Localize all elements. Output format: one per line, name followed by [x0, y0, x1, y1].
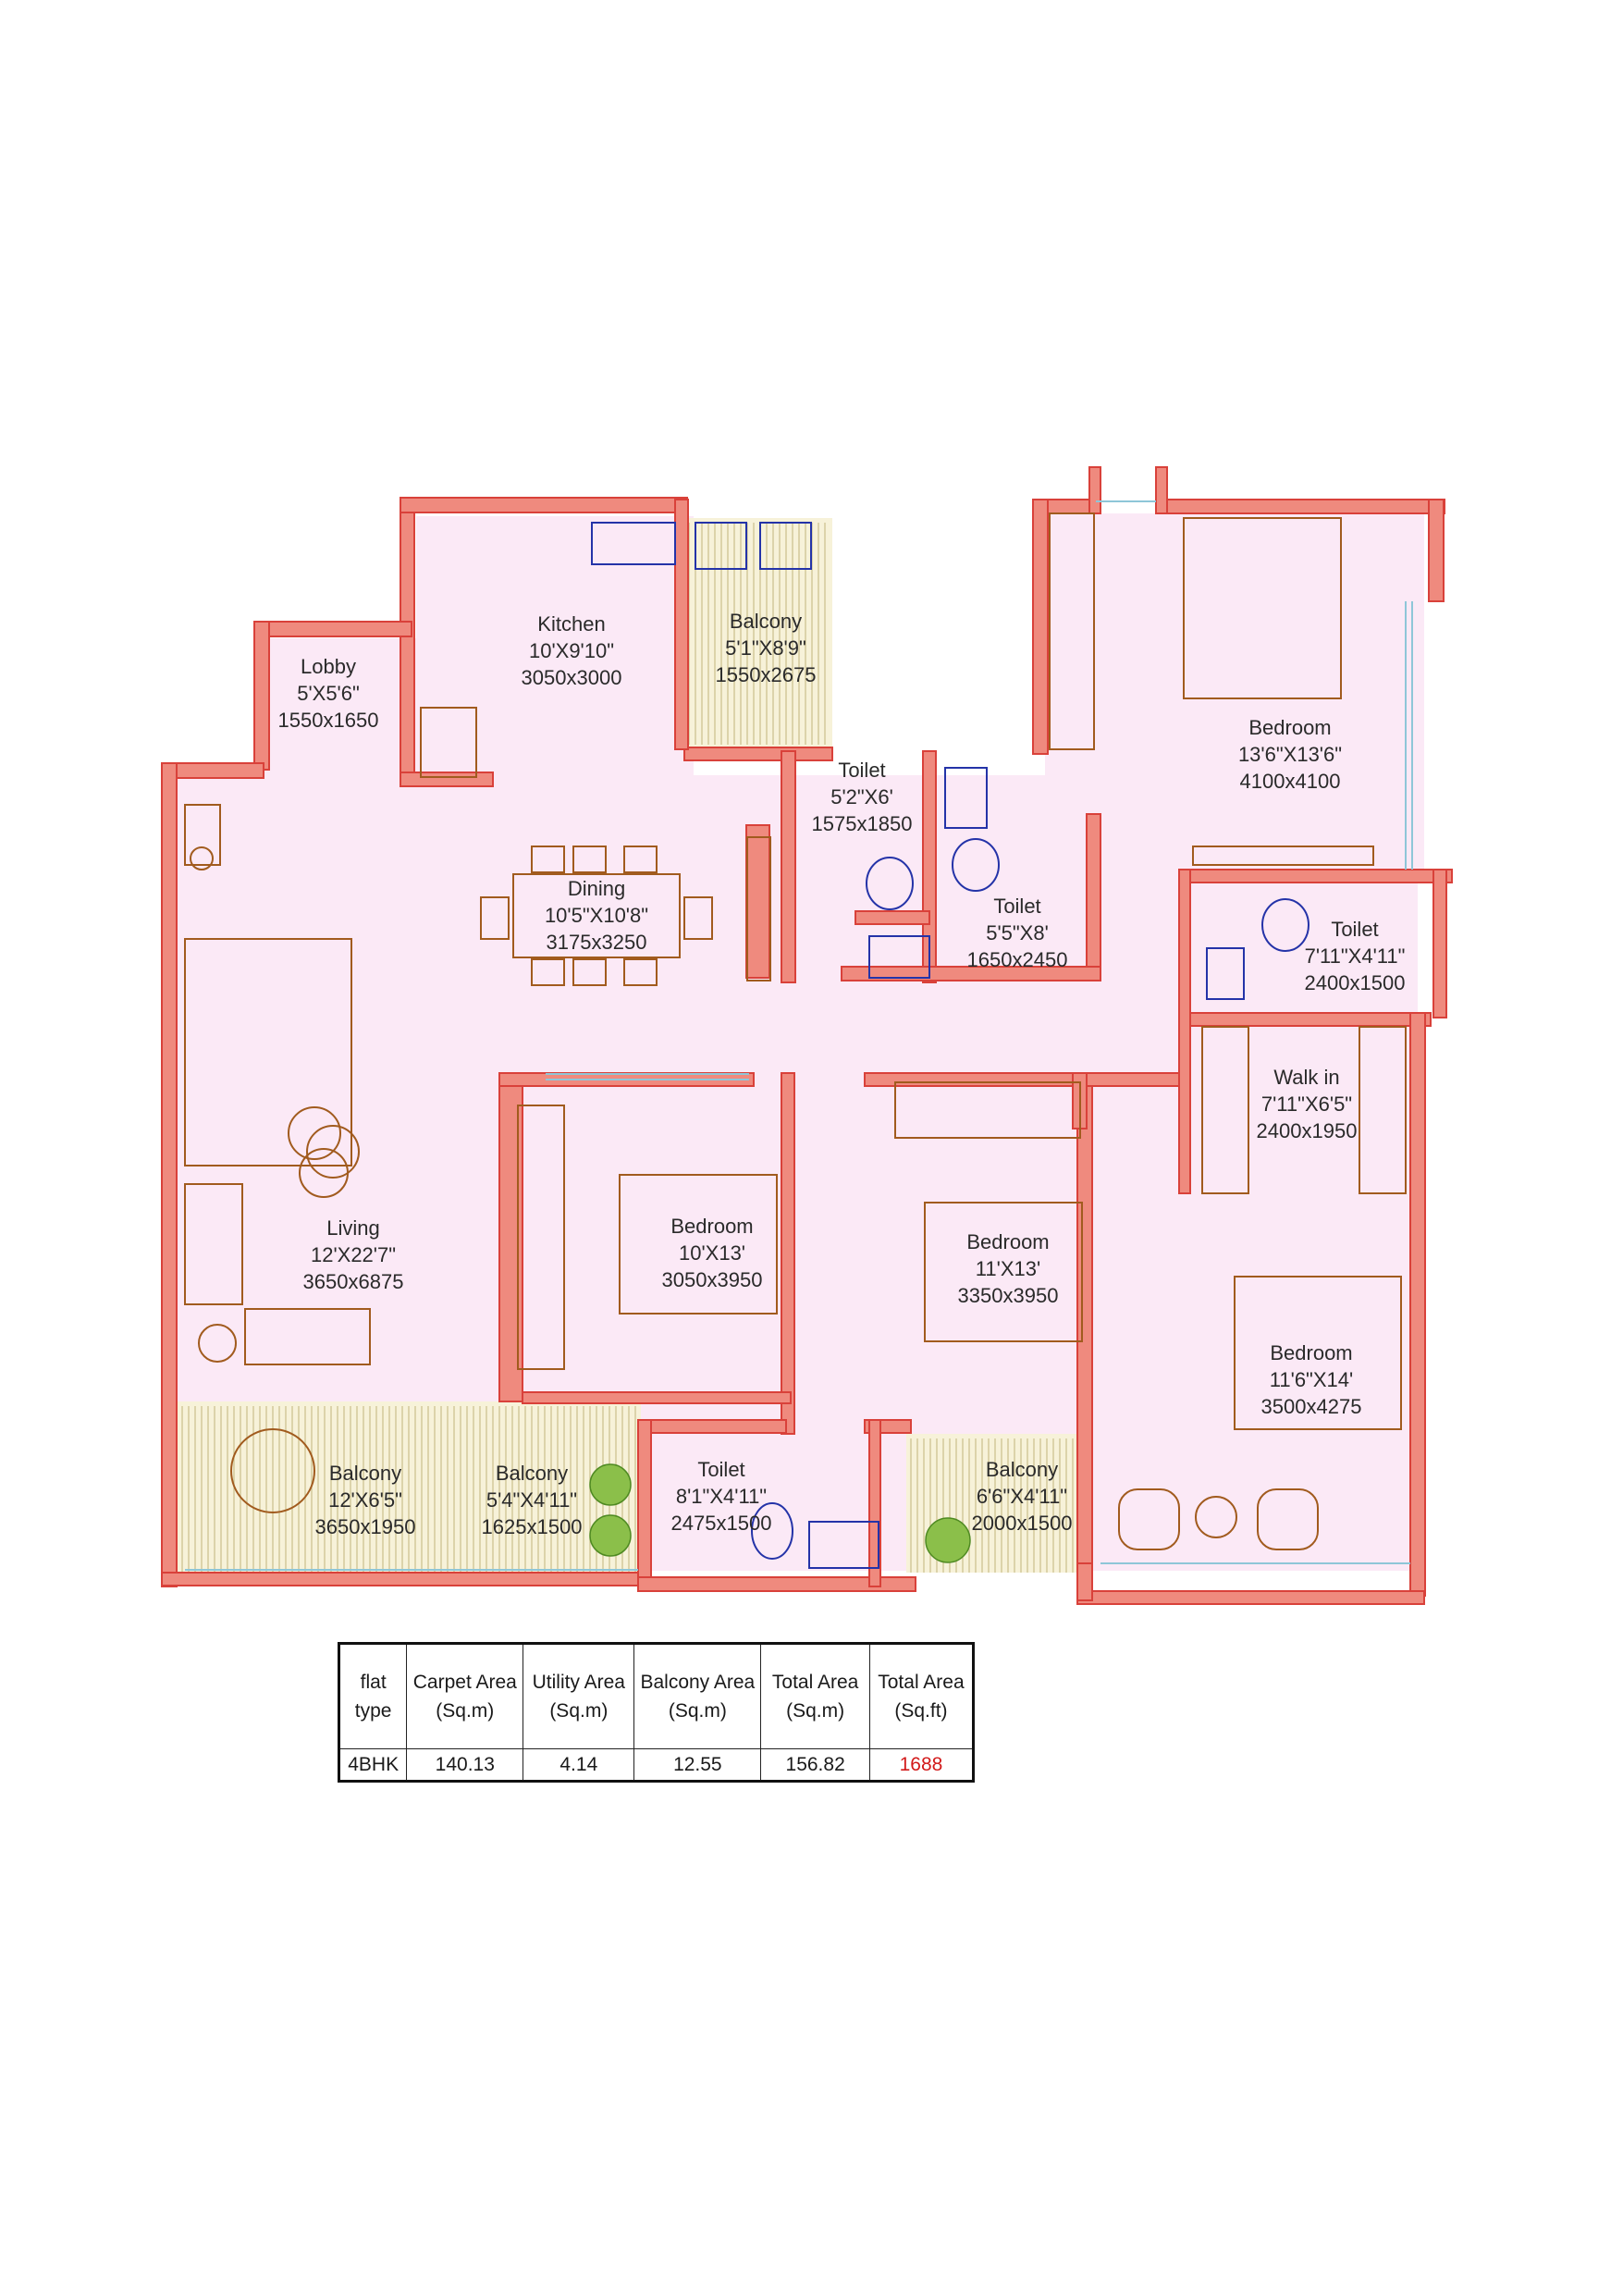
header-total-area-sqm: Total Area (Sq.m) [760, 1643, 870, 1749]
bedroom-4-size-mm: 3500x4275 [1261, 1395, 1362, 1418]
bedroom-2-size-mm: 3050x3950 [662, 1268, 763, 1291]
room-labels: Lobby 5'X5'6" 1550x1650 Kitchen 10'X9'10… [278, 610, 1406, 1538]
kitchen-size-mm: 3050x3000 [522, 666, 622, 689]
plants [589, 1463, 971, 1563]
balcony-b-size-mm: 1625x1500 [482, 1515, 583, 1538]
cell-total-area-sqft: 1688 [868, 1748, 975, 1782]
balcony-c-name: Balcony [986, 1458, 1058, 1481]
toilet-c-name: Toilet [1331, 918, 1378, 941]
cell-carpet-area: 140.13 [406, 1748, 524, 1782]
bedroom-3-size-ft: 11'X13' [976, 1257, 1040, 1280]
header-flat-type: flat type [338, 1643, 408, 1749]
header-balcony-area: Balcony Area (Sq.m) [633, 1643, 762, 1749]
master-bedroom-size-ft: 13'6"X13'6" [1238, 743, 1342, 766]
master-bedroom-size-mm: 4100x4100 [1240, 770, 1341, 793]
master-bedroom-name: Bedroom [1248, 716, 1331, 739]
cell-flat-type: 4BHK [338, 1748, 408, 1782]
cell-balcony-area: 12.55 [633, 1748, 762, 1782]
walkin-size-mm: 2400x1950 [1257, 1119, 1358, 1142]
bedroom-4-name: Bedroom [1270, 1341, 1352, 1364]
cell-utility-area: 4.14 [523, 1748, 635, 1782]
toilet-a-size-ft: 5'2"X6' [830, 785, 893, 809]
toilet-b-name: Toilet [993, 895, 1040, 918]
lobby-size-mm: 1550x1650 [278, 709, 379, 732]
lobby-size-ft: 5'X5'6" [297, 682, 360, 705]
toilet-a-name: Toilet [838, 759, 885, 782]
area-table: flat type Carpet Area (Sq.m) Utility Are… [338, 1642, 975, 1783]
toilet-d-size-mm: 2475x1500 [671, 1512, 772, 1535]
area-table-row: 4BHK 140.13 4.14 12.55 156.82 1688 [338, 1748, 975, 1782]
balcony-b-size-ft: 5'4"X4'11" [486, 1488, 577, 1512]
living-size-ft: 12'X22'7" [311, 1243, 396, 1266]
kitchen-name: Kitchen [537, 612, 605, 636]
living-size-mm: 3650x6875 [303, 1270, 404, 1293]
toilet-c-size-mm: 2400x1500 [1305, 971, 1406, 994]
bedroom-2-size-ft: 10'X13' [679, 1241, 745, 1265]
windows [185, 500, 1413, 1571]
kitchen-size-ft: 10'X9'10" [529, 639, 614, 662]
header-total-area-sqft: Total Area (Sq.ft) [868, 1643, 975, 1749]
balcony-a-name: Balcony [329, 1462, 401, 1485]
area-table-header-row: flat type Carpet Area (Sq.m) Utility Are… [338, 1643, 975, 1749]
balcony-utility-size-mm: 1550x2675 [716, 663, 817, 686]
dining-size-ft: 10'5"X10'8" [545, 904, 648, 927]
header-utility-area: Utility Area (Sq.m) [523, 1643, 635, 1749]
header-carpet-area: Carpet Area (Sq.m) [406, 1643, 524, 1749]
dining-size-mm: 3175x3250 [547, 931, 647, 954]
toilet-a-size-mm: 1575x1850 [812, 812, 913, 835]
toilet-d-size-ft: 8'1"X4'11" [676, 1485, 767, 1508]
balcony-a-size-mm: 3650x1950 [315, 1515, 416, 1538]
walkin-name: Walk in [1273, 1066, 1339, 1089]
balcony-c-size-ft: 6'6"X4'11" [977, 1485, 1067, 1508]
balcony-b-name: Balcony [496, 1462, 568, 1485]
bedroom-3-size-mm: 3350x3950 [958, 1284, 1059, 1307]
balcony-c-size-mm: 2000x1500 [972, 1512, 1073, 1535]
walkin-size-ft: 7'11"X6'5" [1261, 1092, 1352, 1116]
dining-name: Dining [568, 877, 625, 900]
balcony-utility-size-ft: 5'1"X8'9" [725, 636, 806, 660]
bedroom-2-name: Bedroom [670, 1215, 753, 1238]
lobby-name: Lobby [301, 655, 356, 678]
balcony-utility-name: Balcony [730, 610, 802, 633]
bedroom-4-size-ft: 11'6"X14' [1270, 1368, 1353, 1391]
fixtures [591, 522, 1309, 1569]
walls [161, 466, 1453, 1605]
furniture [184, 512, 1407, 1550]
living-name: Living [326, 1216, 379, 1240]
toilet-c-size-ft: 7'11"X4'11" [1305, 944, 1406, 968]
toilet-b-size-ft: 5'5"X8' [986, 921, 1049, 944]
toilet-d-name: Toilet [697, 1458, 744, 1481]
toilet-b-size-mm: 1650x2450 [967, 948, 1068, 971]
bedroom-3-name: Bedroom [966, 1230, 1049, 1253]
cell-total-area-sqm: 156.82 [760, 1748, 870, 1782]
balcony-a-size-ft: 12'X6'5" [328, 1488, 402, 1512]
